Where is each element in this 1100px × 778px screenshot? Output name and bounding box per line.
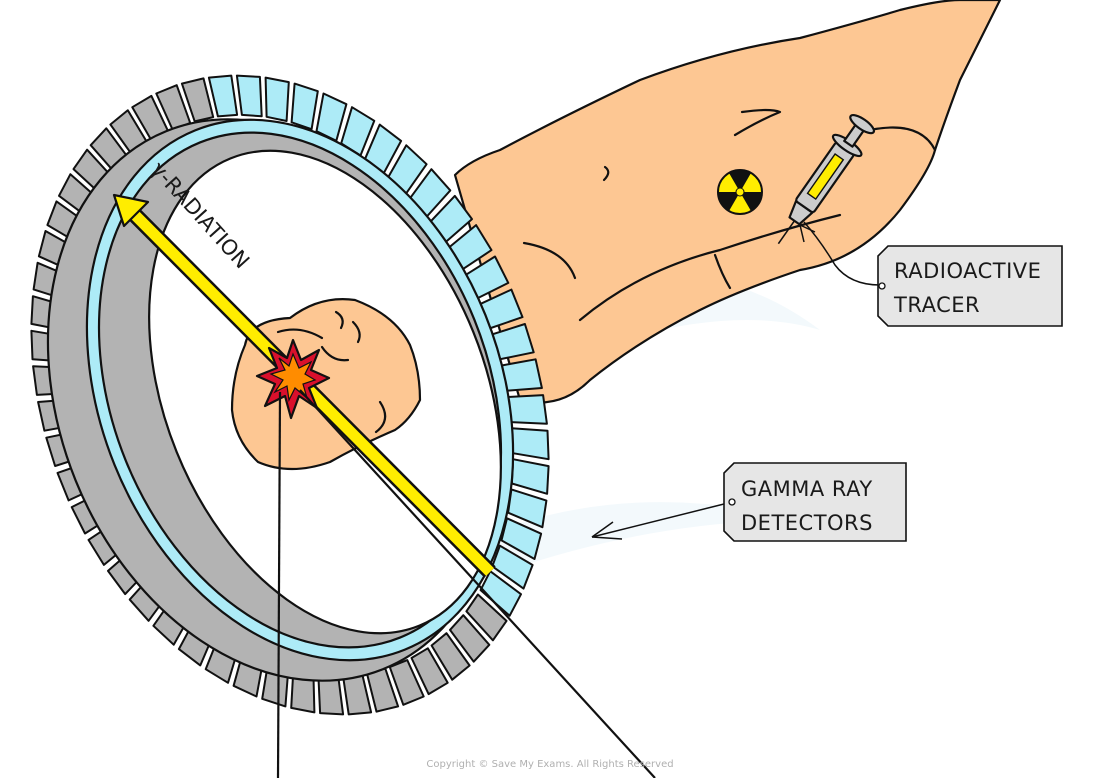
- explosion-icon: [255, 338, 331, 420]
- detector-block: [388, 659, 425, 706]
- syringe-icon: [777, 114, 876, 245]
- radiation-trefoil-icon: [717, 169, 763, 215]
- detector-block: [506, 394, 548, 425]
- radioactive-tracer-label-line1: RADIOACTIVE: [894, 259, 1041, 283]
- detector-block: [235, 74, 263, 118]
- detector-block: [264, 76, 290, 122]
- detector-block: [479, 570, 522, 617]
- detector-block: [290, 82, 319, 131]
- detector-block: [500, 517, 543, 560]
- gamma-ray-detectors-label-line2: DETECTORS: [741, 511, 873, 535]
- detector-block: [510, 427, 550, 461]
- gamma-path-down: [276, 391, 282, 778]
- radioactive-tracer-label: RADIOACTIVE TRACER: [799, 221, 1063, 327]
- detector-block: [207, 74, 239, 118]
- arrow-icon: [112, 193, 150, 228]
- detector-block: [410, 647, 449, 696]
- copyright-notice: Copyright © Save My Exams. All Rights Re…: [426, 759, 673, 770]
- detector-block: [510, 458, 550, 495]
- gamma-ray-detectors-label-line1: GAMMA RAY: [741, 477, 873, 501]
- detector-block: [180, 77, 215, 123]
- gamma-ray-detector-ring: [30, 74, 550, 716]
- gamma-ray-detectors-label: GAMMA RAY DETECTORS: [591, 462, 907, 542]
- radioactive-tracer-label-line2: TRACER: [893, 293, 980, 317]
- gamma-path-diagonal: [299, 389, 656, 778]
- detector-block: [491, 544, 534, 590]
- detector-block: [449, 614, 491, 663]
- detector-block: [430, 632, 471, 681]
- detector-block: [465, 593, 508, 642]
